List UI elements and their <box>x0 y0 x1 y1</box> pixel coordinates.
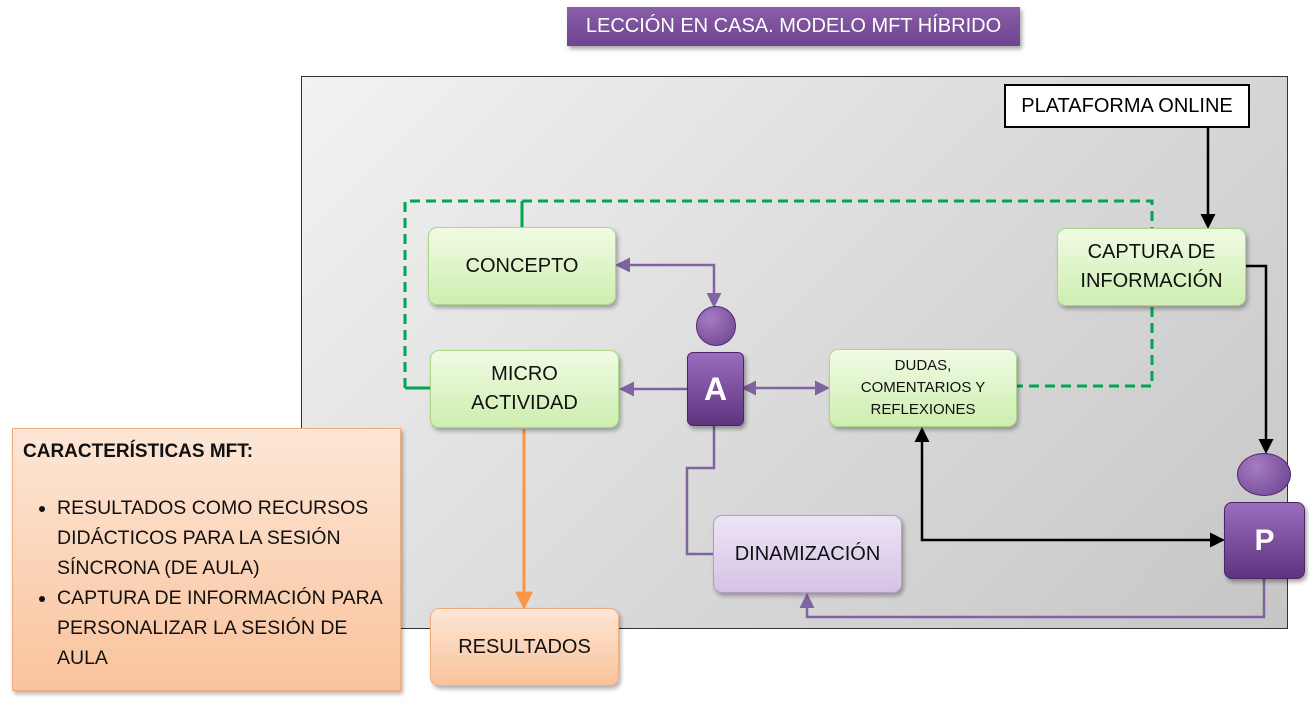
teacher-head-icon <box>1237 453 1291 496</box>
questions-node: DUDAS, COMENTARIOS Y REFLEXIONES <box>829 349 1017 427</box>
features-list: RESULTADOS COMO RECURSOS DIDÁCTICOS PARA… <box>23 493 390 673</box>
capture-to-teacher-arrow <box>1246 264 1274 454</box>
teacher-actor: P <box>1224 502 1305 579</box>
micro-activity-label-line2: ACTIVIDAD <box>471 392 578 414</box>
student-dinamizacion-link <box>685 425 716 556</box>
capture-label-line1: CAPTURA DE <box>1087 241 1216 263</box>
student-actor: A <box>687 352 744 426</box>
micro-activity-label-line1: MICRO <box>491 363 558 385</box>
results-label: RESULTADOS <box>458 635 591 658</box>
questions-label-line3: REFLEXIONES <box>870 400 976 418</box>
student-actor-label: A <box>703 370 728 407</box>
concept-student-arrow <box>615 257 722 308</box>
teacher-actor-label: P <box>1254 523 1275 557</box>
feedback-loop-dashed <box>403 199 1154 388</box>
features-heading: CARACTERÍSTICAS MFT: <box>23 441 254 462</box>
teacher-dinamizacion-arrow <box>799 578 1266 619</box>
mft-features-box: CARACTERÍSTICAS MFT: RESULTADOS COMO REC… <box>12 428 401 691</box>
feature-item: CAPTURA DE INFORMACIÓN PARA PERSONALIZAR… <box>57 583 390 673</box>
micro-activity-node: MICRO ACTIVIDAD <box>430 350 619 428</box>
questions-label-line1: DUDAS, <box>894 357 952 375</box>
dynamization-label: DINAMIZACIÓN <box>734 542 881 565</box>
teacher-dudas-arrow <box>914 427 1225 548</box>
diagram-title: LECCIÓN EN CASA. MODELO MFT HÍBRIDO <box>567 7 1020 46</box>
concept-label: CONCEPTO <box>465 254 579 277</box>
concept-node: CONCEPTO <box>428 227 616 305</box>
capture-label-line2: INFORMACIÓN <box>1080 270 1223 292</box>
online-platform-box: PLATAFORMA ONLINE <box>1004 84 1250 128</box>
information-capture-node: CAPTURA DE INFORMACIÓN <box>1057 228 1246 306</box>
dynamization-node: DINAMIZACIÓN <box>713 515 902 593</box>
results-node: RESULTADOS <box>430 608 619 686</box>
feature-item: RESULTADOS COMO RECURSOS DIDÁCTICOS PARA… <box>57 493 390 583</box>
student-head-icon <box>696 306 736 346</box>
questions-label-line2: COMENTARIOS Y <box>860 379 986 397</box>
